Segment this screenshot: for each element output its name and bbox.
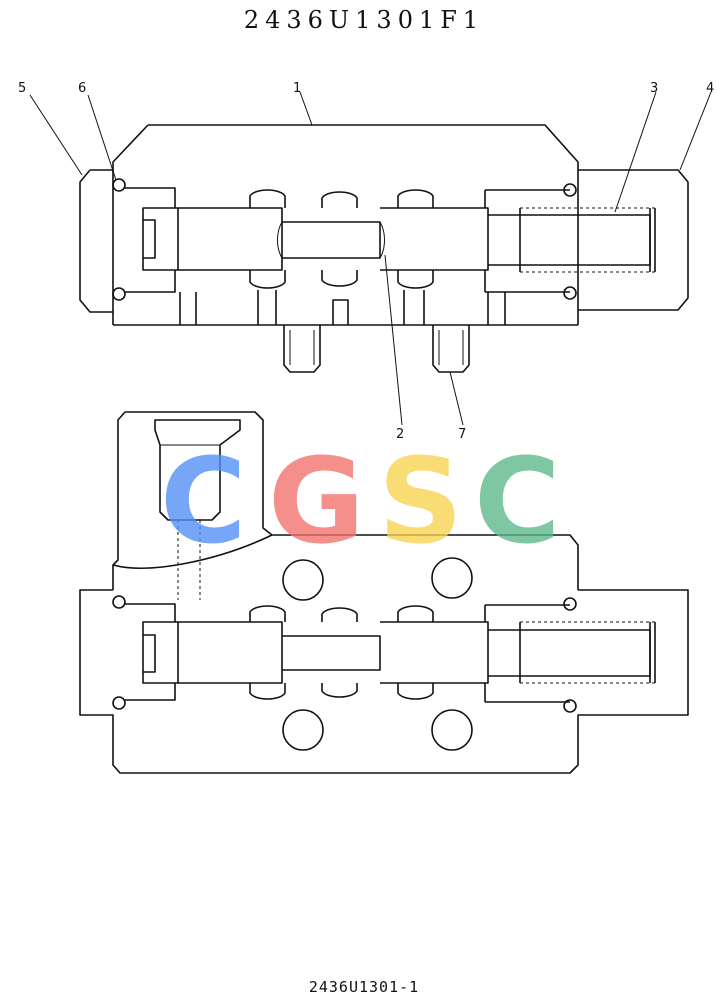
upper-valve-view [79, 124, 689, 373]
callout-labels: 5 6 1 3 4 2 7 [18, 81, 714, 442]
callout-5: 5 [18, 81, 26, 96]
callout-7: 7 [458, 427, 466, 442]
callout-2: 2 [396, 427, 404, 442]
callout-1: 1 [293, 81, 301, 96]
lower-valve-view [79, 411, 689, 774]
watermark-letter-s: S [378, 432, 463, 570]
callout-4: 4 [706, 81, 714, 96]
callout-leaders [29, 91, 712, 426]
watermark-letter-c2: C [474, 432, 561, 570]
cgsc-watermark: C G S C [160, 432, 561, 570]
watermark-letter-g: G [268, 432, 365, 570]
callout-6: 6 [78, 81, 86, 96]
callout-3: 3 [650, 81, 658, 96]
drawing-title: 2436U1301F1 [243, 6, 485, 34]
watermark-letter-c1: C [160, 432, 247, 570]
drawing-footer-code: 2436U1301-1 [308, 978, 420, 996]
